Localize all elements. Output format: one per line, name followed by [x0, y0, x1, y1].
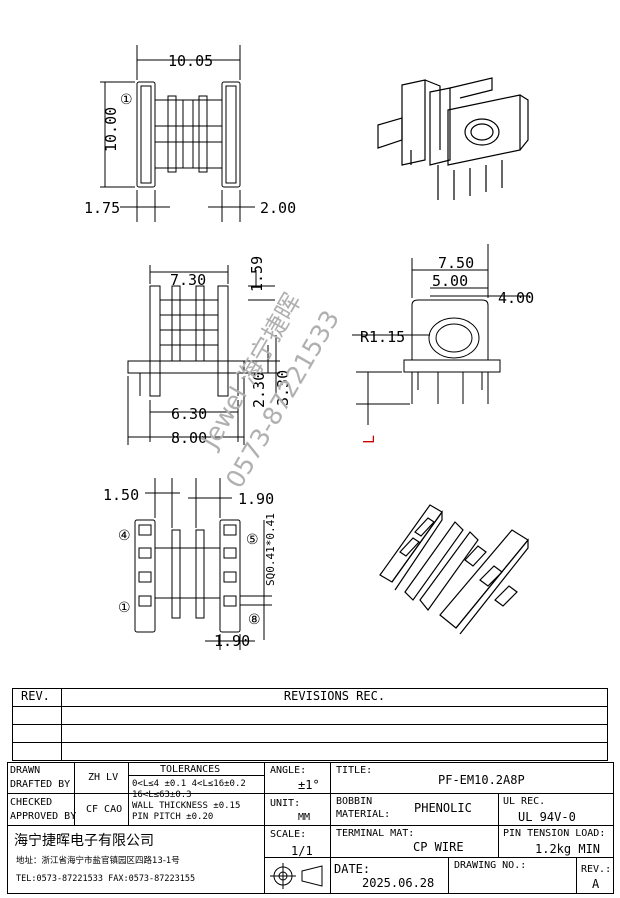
- dim-top-left-wall: 1.75: [84, 199, 120, 217]
- revision-row: [12, 742, 608, 761]
- scale-label: SCALE:: [270, 829, 307, 840]
- pin-mark-bottom-five: ⑤: [246, 532, 259, 548]
- bobbin-label: BOBBIN: [336, 796, 373, 807]
- dim-bottom-width: 1.90: [214, 632, 250, 650]
- dim-side-radius: R1.15: [360, 328, 405, 346]
- side-view: [352, 244, 530, 425]
- drafted-label: DRAFTED BY: [10, 779, 71, 790]
- dim-mid-h1: 2.30: [250, 372, 268, 408]
- title-label: TITLE:: [336, 765, 373, 776]
- drawn-label: DRAWN: [10, 765, 41, 776]
- technical-drawing: 10.05 10.00 1.75 2.00 ① 7.30 1.59 2.30 3…: [84, 45, 534, 650]
- angle-value: ±1°: [298, 778, 320, 792]
- revisions-header: REVISIONS REC.: [61, 688, 608, 707]
- date-label: DATE:: [334, 862, 371, 876]
- dim-top-height: 10.00: [102, 107, 120, 152]
- dim-mid-base: 8.00: [171, 429, 207, 447]
- terminal-label: TERMINAL MAT:: [336, 828, 415, 839]
- dim-side-window: 5.00: [432, 272, 468, 290]
- tolerances-label: TOLERANCES: [160, 764, 221, 775]
- projection-symbol-icon: [270, 863, 323, 889]
- scale-value: 1/1: [291, 844, 313, 858]
- title-value: PF-EM10.2A8P: [438, 773, 525, 787]
- pin-mark-bottom-eight: ⑧: [248, 612, 261, 628]
- revision-row: [12, 724, 608, 743]
- tolerance-line2: 16<L≤63±0.3: [132, 790, 192, 800]
- material-value: PHENOLIC: [414, 801, 472, 815]
- date-value: 2025.06.28: [362, 876, 435, 890]
- bottom-view: [134, 478, 272, 650]
- ul-value: UL 94V-0: [518, 810, 576, 824]
- company-tel: TEL:0573-87221533 FAX:0573-87223155: [16, 874, 196, 884]
- dim-mid-flange: 1.59: [248, 256, 266, 292]
- dim-top-width: 10.05: [168, 52, 213, 70]
- tolerance-line3: WALL THICKNESS ±0.15: [132, 801, 241, 811]
- dim-bottom-left: 1.50: [103, 486, 139, 504]
- unit-value: MM: [298, 812, 311, 823]
- pin-mark-bottom-four: ④: [118, 528, 131, 544]
- revisions-table: REV. REVISIONS REC.: [12, 688, 608, 761]
- title-block: DRAWN DRAFTED BY ZH LV CHECKED APPROVED …: [7, 762, 614, 894]
- dim-bottom-right: 1.90: [238, 490, 274, 508]
- rev-header-label: REV.: [12, 688, 62, 707]
- company-address: 地址：浙江省海宁市盐官镇园区四路13-1号: [16, 856, 180, 866]
- rev-value: A: [592, 877, 600, 891]
- ul-label: UL REC.: [503, 796, 546, 807]
- company-name: 海宁捷晖电子有限公司: [14, 833, 154, 849]
- approved-value: CF CAO: [86, 804, 123, 815]
- pin-mark-bottom-one: ①: [118, 600, 131, 616]
- dim-mid-width: 7.30: [170, 271, 206, 289]
- isometric-view-top: [377, 77, 529, 200]
- tension-value: 1.2kg MIN: [535, 842, 601, 856]
- dim-side-top: 7.50: [438, 254, 474, 272]
- terminal-value: CP WIRE: [413, 840, 464, 854]
- dim-bottom-pin: SQ0.41*0.41: [264, 513, 277, 586]
- approved-label: APPROVED BY: [10, 811, 77, 822]
- dim-mid-h2: 3.30: [274, 370, 292, 406]
- drafted-value: ZH LV: [88, 772, 119, 783]
- isometric-view-bottom: [379, 504, 529, 635]
- revision-row: [12, 706, 608, 725]
- tension-label: PIN TENSION LOAD:: [503, 828, 606, 839]
- dim-mid-pin: 6.30: [171, 405, 207, 423]
- drawing-no-label: DRAWING NO.:: [454, 860, 527, 871]
- rev-label: REV.:: [581, 864, 612, 875]
- front-view: [127, 265, 280, 445]
- unit-label: UNIT:: [270, 798, 301, 809]
- checked-label: CHECKED: [10, 797, 53, 808]
- tolerance-line1: 0<L≤4 ±0.1 4<L≤16±0.2: [132, 779, 246, 789]
- tolerance-line4: PIN PITCH ±0.20: [132, 812, 214, 822]
- dim-top-right-wall: 2.00: [260, 199, 296, 217]
- pin-mark-top-one: ①: [120, 92, 133, 108]
- top-view: [100, 45, 255, 222]
- dim-side-L: L: [360, 435, 378, 444]
- angle-label: ANGLE:: [270, 765, 307, 776]
- material-label: MATERIAL:: [336, 809, 391, 820]
- dim-side-depth: 4.00: [498, 289, 534, 307]
